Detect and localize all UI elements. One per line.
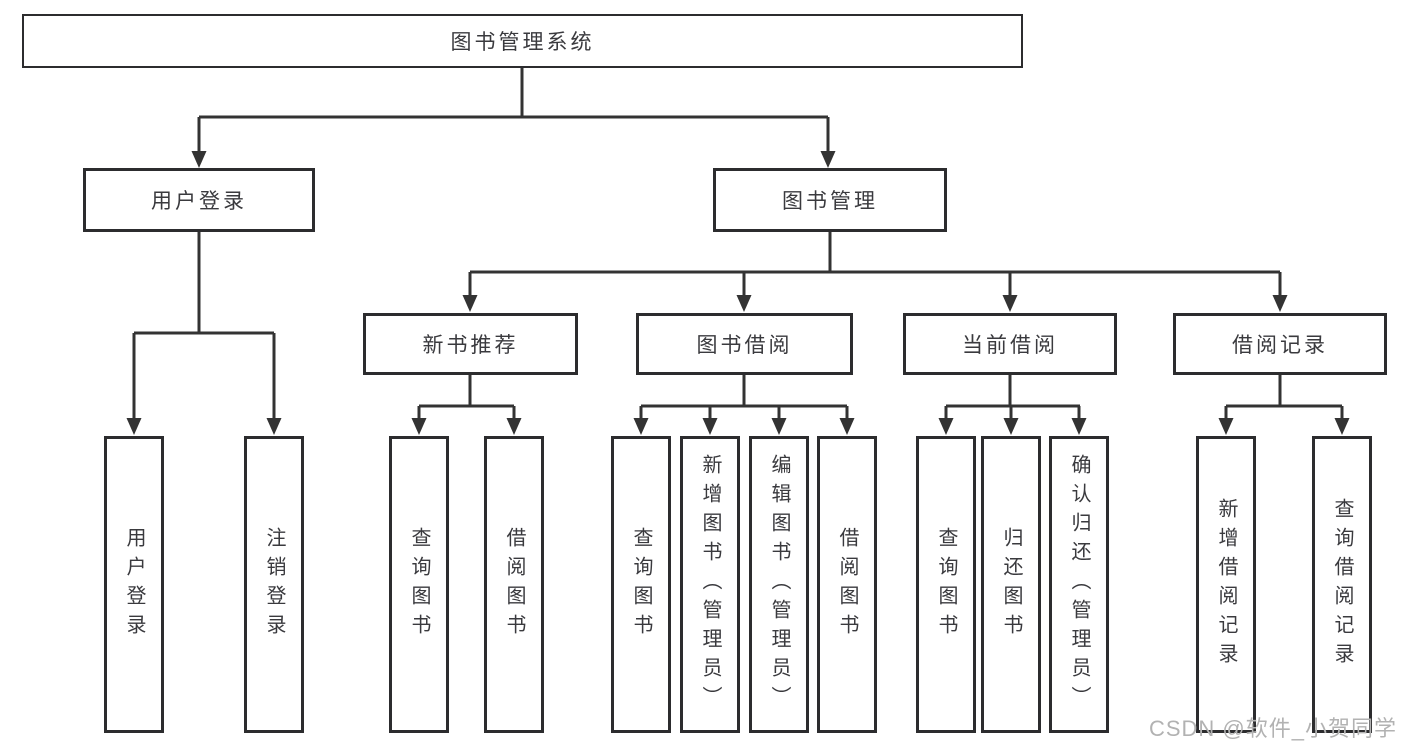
leaf-label: 确认归还（管理员） xyxy=(1068,454,1090,715)
node-borrowing-records: 借阅记录 xyxy=(1173,313,1387,375)
leaf-label: 借阅图书 xyxy=(836,526,858,643)
node-leaf-user-login: 用户登录 xyxy=(104,436,164,733)
edge-book-management-children xyxy=(468,232,1282,298)
leaf-label: 新增借阅记录 xyxy=(1215,497,1237,672)
node-root: 图书管理系统 xyxy=(22,14,1023,68)
leaf-label: 用户登录 xyxy=(123,526,145,643)
leaf-label: 查询图书 xyxy=(630,526,652,643)
node-leaf-logout: 注销登录 xyxy=(244,436,304,733)
edge-current-borrowing-children xyxy=(944,375,1081,421)
node-book-management: 图书管理 xyxy=(713,168,947,232)
node-user-login: 用户登录 xyxy=(83,168,315,232)
edge-user-login-children xyxy=(132,232,276,421)
node-new-book-recommendation: 新书推荐 xyxy=(363,313,578,375)
edge-root-to-level2 xyxy=(197,68,830,153)
leaf-label: 查询借阅记录 xyxy=(1331,497,1353,672)
edge-book-borrowing-children xyxy=(639,375,849,421)
node-book-borrowing: 图书借阅 xyxy=(636,313,853,375)
node-leaf-query-books-borrowing: 查询图书 xyxy=(611,436,671,733)
leaf-label: 借阅图书 xyxy=(503,526,525,643)
arrowheads xyxy=(126,151,1350,435)
node-leaf-query-books-recommend: 查询图书 xyxy=(389,436,449,733)
node-leaf-add-books-admin: 新增图书（管理员） xyxy=(680,436,740,733)
leaf-label: 注销登录 xyxy=(263,526,285,643)
leaf-label: 查询图书 xyxy=(408,526,430,643)
node-leaf-add-borrow-record: 新增借阅记录 xyxy=(1196,436,1256,733)
node-leaf-confirm-return-admin: 确认归还（管理员） xyxy=(1049,436,1109,733)
node-leaf-borrow-books-recommend: 借阅图书 xyxy=(484,436,544,733)
edge-new-book-recommendation-children xyxy=(417,375,516,421)
leaf-label: 编辑图书（管理员） xyxy=(768,454,790,715)
node-leaf-return-books: 归还图书 xyxy=(981,436,1041,733)
leaf-label: 归还图书 xyxy=(1000,526,1022,643)
leaf-label: 新增图书（管理员） xyxy=(699,454,721,715)
edge-borrowing-records-children xyxy=(1224,375,1344,421)
node-current-borrowing: 当前借阅 xyxy=(903,313,1117,375)
node-leaf-query-books-current: 查询图书 xyxy=(916,436,976,733)
leaf-label: 查询图书 xyxy=(935,526,957,643)
node-leaf-query-borrow-record: 查询借阅记录 xyxy=(1312,436,1372,733)
node-leaf-edit-books-admin: 编辑图书（管理员） xyxy=(749,436,809,733)
node-leaf-borrow-books-borrowing: 借阅图书 xyxy=(817,436,877,733)
